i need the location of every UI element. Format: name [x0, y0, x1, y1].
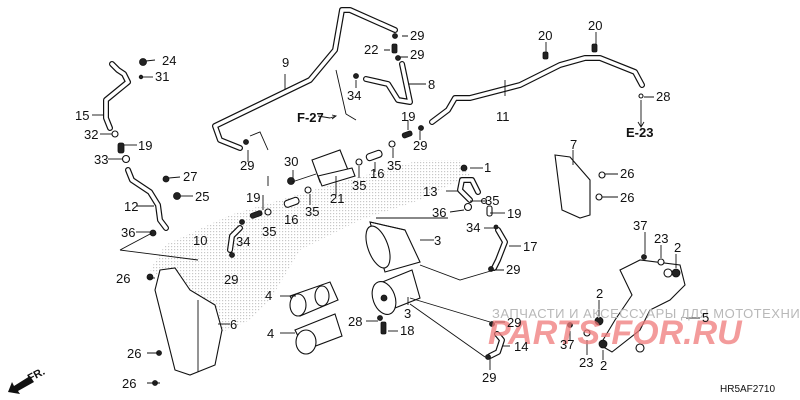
callout-28[interactable]: 28	[656, 89, 670, 104]
watermark-text: ЗАПЧАСТИ И АКСЕССУАРЫ ДЛЯ МОТОТЕХНИКИ	[492, 306, 800, 321]
callout-29[interactable]: 29	[410, 47, 424, 62]
callout-26[interactable]: 26	[620, 166, 634, 181]
callout-35[interactable]: 35	[305, 204, 319, 219]
watermark-logo: PARTS-FOR.RU	[488, 314, 743, 352]
callout-32[interactable]: 32	[84, 127, 98, 142]
callout-37[interactable]: 37	[633, 218, 647, 233]
callout-19[interactable]: 19	[246, 190, 260, 205]
hose-17[interactable]	[491, 227, 508, 271]
callout-13[interactable]: 13	[423, 184, 437, 199]
clamp-4-upper[interactable]	[289, 281, 339, 317]
callout-3[interactable]: 3	[434, 233, 441, 248]
callout-1[interactable]: 1	[484, 160, 491, 175]
callout-29[interactable]: 29	[507, 315, 521, 330]
cover-7[interactable]	[554, 154, 591, 219]
callout-9[interactable]: 9	[282, 55, 289, 70]
callout-28[interactable]: 28	[348, 314, 362, 329]
callout-35[interactable]: 35	[387, 158, 401, 173]
callout-31[interactable]: 31	[155, 69, 169, 84]
callout-26[interactable]: 26	[116, 271, 130, 286]
hose-10[interactable]	[227, 225, 243, 253]
callout-27[interactable]: 27	[183, 169, 197, 184]
callout-7[interactable]: 7	[570, 137, 577, 152]
hose-14[interactable]	[487, 331, 505, 359]
frame-shading	[150, 160, 470, 335]
front-direction-arrow: FR.	[8, 366, 47, 394]
ref-e23[interactable]: E-23	[626, 125, 653, 140]
callout-29[interactable]: 29	[413, 138, 427, 153]
callout-26[interactable]: 26	[127, 346, 141, 361]
callout-12[interactable]: 12	[124, 199, 138, 214]
callout-37[interactable]: 37	[560, 337, 574, 352]
callout-35[interactable]: 35	[352, 178, 366, 193]
callout-14[interactable]: 14	[514, 339, 528, 354]
callout-29[interactable]: 29	[482, 370, 496, 385]
callout-16[interactable]: 16	[370, 166, 384, 181]
callout-22[interactable]: 22	[364, 42, 378, 57]
callout-23[interactable]: 23	[579, 355, 593, 370]
callout-26[interactable]: 26	[620, 190, 634, 205]
callout-10[interactable]: 10	[193, 233, 207, 248]
canister-3-lower[interactable]	[368, 269, 421, 318]
callout-2[interactable]: 2	[600, 358, 607, 373]
callout-20[interactable]: 20	[588, 18, 602, 33]
callout-29[interactable]: 29	[506, 262, 520, 277]
callout-16[interactable]: 16	[284, 212, 298, 227]
callout-25[interactable]: 25	[195, 189, 209, 204]
callout-36[interactable]: 36	[432, 205, 446, 220]
callout-5[interactable]: 5	[702, 310, 709, 325]
hose-12[interactable]	[125, 167, 169, 231]
callout-26[interactable]: 26	[122, 376, 136, 391]
callout-19[interactable]: 19	[138, 138, 152, 153]
callout-29[interactable]: 29	[410, 28, 424, 43]
callout-8[interactable]: 8	[428, 77, 435, 92]
hose-13[interactable]	[457, 177, 481, 203]
callout-34[interactable]: 34	[347, 88, 361, 103]
clamp-4-lower[interactable]	[294, 313, 343, 355]
guard-6[interactable]	[154, 267, 223, 376]
callout-20[interactable]: 20	[538, 28, 552, 43]
callout-19[interactable]: 19	[401, 109, 415, 124]
callout-29[interactable]: 29	[240, 158, 254, 173]
callout-29[interactable]: 29	[224, 272, 238, 287]
callout-2[interactable]: 2	[596, 286, 603, 301]
hose-9[interactable]	[212, 7, 398, 151]
callout-2[interactable]: 2	[674, 240, 681, 255]
callout-35[interactable]: 35	[485, 193, 499, 208]
canister-3-upper[interactable]	[361, 221, 421, 273]
callout-35[interactable]: 35	[262, 224, 276, 239]
callout-labels: 1 2 2 2 3 3 4 4 5 6 7 8 9 10 11 12 13 14…	[75, 18, 709, 391]
hose-11[interactable]	[429, 55, 645, 125]
front-label: FR.	[26, 366, 47, 385]
callout-30[interactable]: 30	[284, 154, 298, 169]
callout-21[interactable]: 21	[330, 191, 344, 206]
callout-4[interactable]: 4	[265, 288, 272, 303]
callout-24[interactable]: 24	[162, 53, 176, 68]
callout-33[interactable]: 33	[94, 152, 108, 167]
callout-19[interactable]: 19	[507, 206, 521, 221]
f27-arrow	[329, 114, 338, 120]
valve-block-21[interactable]	[311, 149, 356, 187]
e23-arrow	[637, 120, 645, 128]
callout-11[interactable]: 11	[496, 109, 510, 124]
callout-4[interactable]: 4	[267, 326, 274, 341]
bracket-5[interactable]	[599, 259, 686, 353]
ref-f27[interactable]: F-27	[297, 110, 324, 125]
callout-17[interactable]: 17	[523, 239, 537, 254]
callout-6[interactable]: 6	[230, 317, 237, 332]
callout-3[interactable]: 3	[404, 306, 411, 321]
leader-lines	[92, 32, 700, 384]
callout-15[interactable]: 15	[75, 108, 89, 123]
callout-36[interactable]: 36	[121, 225, 135, 240]
hose-8[interactable]	[363, 61, 413, 105]
callout-34[interactable]: 34	[236, 234, 250, 249]
callout-23[interactable]: 23	[654, 231, 668, 246]
callout-18[interactable]: 18	[400, 323, 414, 338]
callout-34[interactable]: 34	[466, 220, 480, 235]
hose-15[interactable]	[103, 61, 131, 131]
diagram-code: HR5AF2710	[720, 384, 775, 395]
